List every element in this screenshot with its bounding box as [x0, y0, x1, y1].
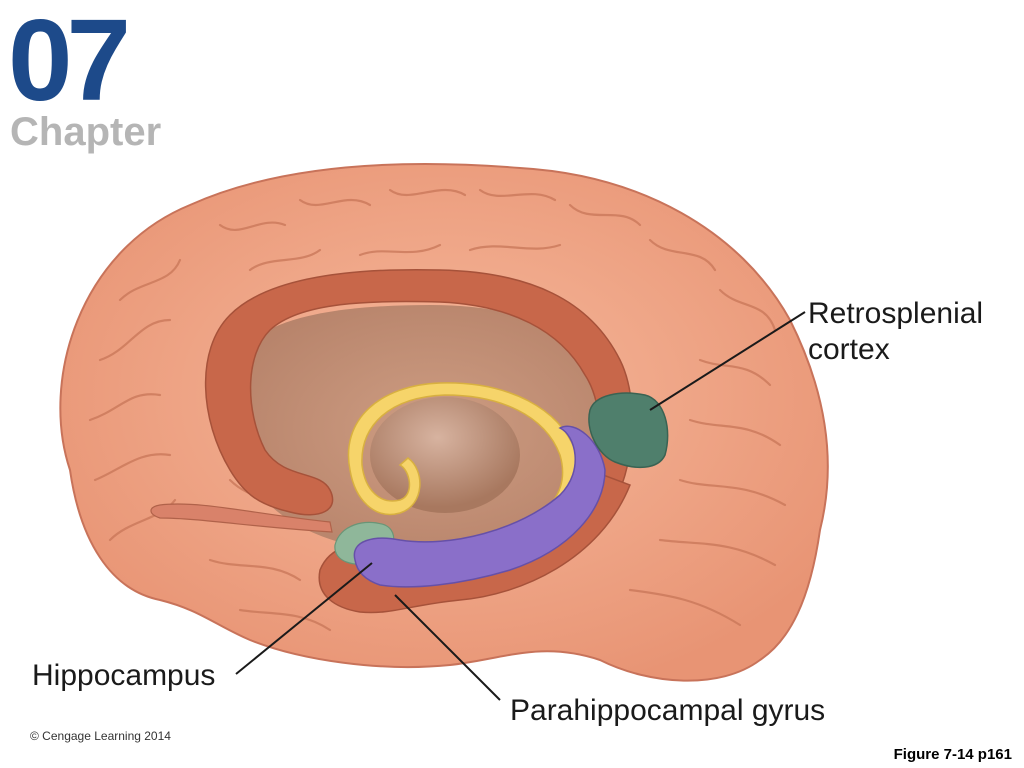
chapter-label: Chapter	[10, 110, 162, 154]
figure-reference: Figure 7-14 p161	[893, 746, 1012, 763]
leader-line-hippocampus	[235, 562, 373, 675]
thalamus	[370, 397, 520, 513]
label-parahippocampal-gyrus: Parahippocampal gyrus	[510, 694, 826, 727]
fornix	[347, 382, 580, 541]
copyright-notice: © Cengage Learning 2014	[30, 729, 171, 743]
olfactory-tract	[150, 503, 333, 533]
leader-line-retrosplenial	[649, 311, 806, 411]
retrosplenial-cortex	[588, 392, 669, 469]
chapter-number: 07	[8, 0, 131, 125]
hippocampus	[353, 425, 606, 588]
leader-line-parahippocampal	[394, 594, 501, 701]
label-hippocampus: Hippocampus	[32, 659, 216, 692]
label-retrosplenial-cortex: Retrosplenial cortex	[808, 297, 984, 366]
